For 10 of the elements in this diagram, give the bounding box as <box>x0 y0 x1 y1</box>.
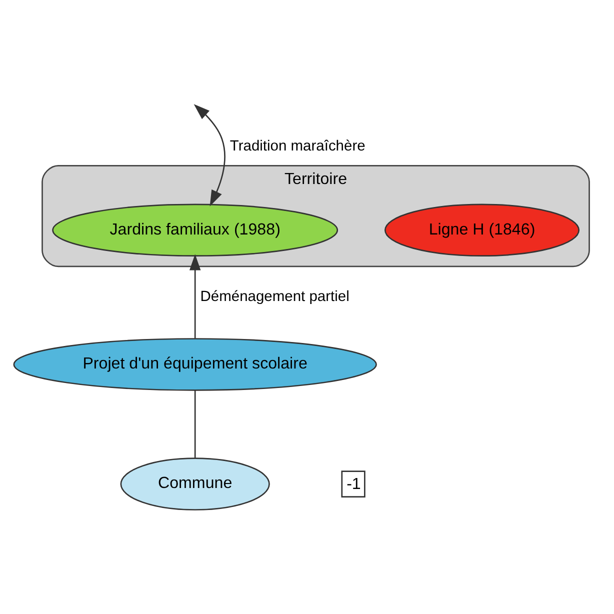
node-ellipse: Ligne H (1846) <box>384 204 580 257</box>
label: -1 <box>346 474 361 493</box>
node-ellipse: Commune <box>120 458 270 510</box>
connector <box>194 390 196 458</box>
arrow <box>189 254 201 338</box>
node-ellipse: Jardins familiaux (1988) <box>52 204 338 257</box>
arrow <box>194 104 226 206</box>
edge-label: Déménagement partiel <box>200 289 350 306</box>
node-ellipse: Projet d'un équipement scolaire <box>13 338 377 391</box>
edge-label: Tradition maraîchère <box>230 138 366 155</box>
